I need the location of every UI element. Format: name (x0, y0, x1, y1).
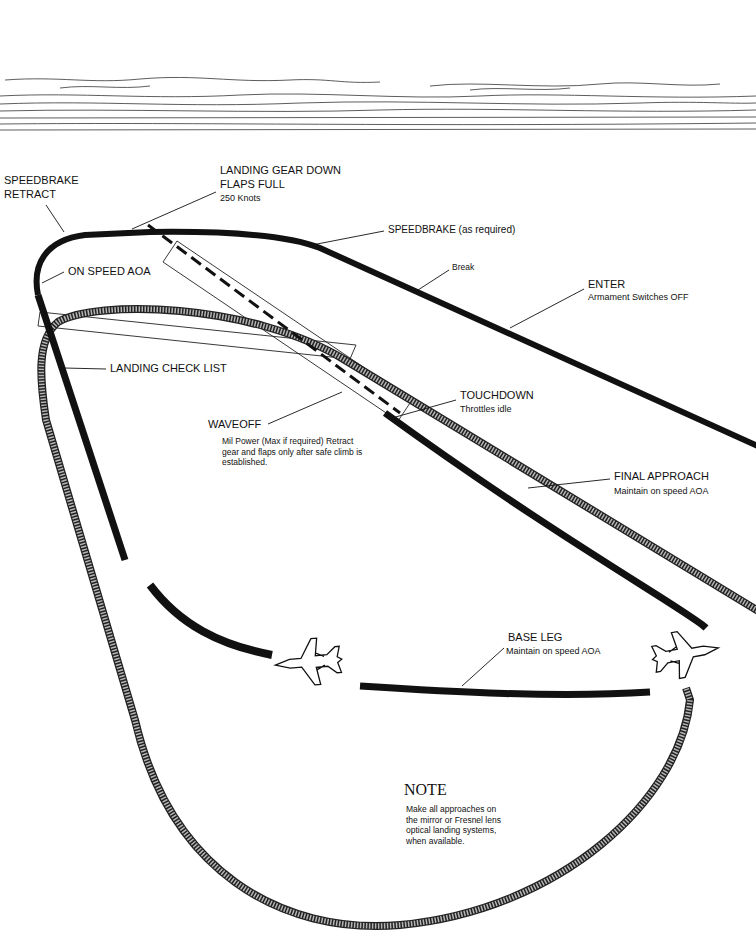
callout-label: LANDING CHECK LIST (110, 362, 227, 376)
callout-label: WAVEOFF (208, 418, 261, 432)
leader-lines (42, 192, 610, 686)
callout-label: Armament Switches OFF (588, 292, 689, 303)
cloud-line (0, 129, 756, 130)
callout-label: Break (452, 262, 474, 273)
cloud-line (0, 117, 756, 118)
callout-label: Mil Power (Max if required) Retract gear… (222, 436, 368, 468)
callout-label: BASE LEG (508, 631, 562, 645)
downwind-track (38, 295, 125, 560)
cloud-line (0, 123, 756, 125)
leader-line (64, 368, 106, 369)
leader-line (312, 231, 384, 245)
cloud-line (430, 83, 720, 86)
cloud-line (5, 77, 380, 82)
aircraft-silhouette (649, 625, 723, 682)
aircraft (273, 625, 722, 688)
centerline-dash (148, 225, 400, 413)
cloud-line (0, 109, 756, 111)
callout-label: LANDING GEAR DOWN FLAPS FULL (220, 164, 356, 192)
leader-line (528, 479, 610, 488)
leader-line (42, 272, 64, 283)
callout-label: 250 Knots (220, 193, 261, 204)
leader-line (268, 392, 342, 424)
turn-track (150, 585, 272, 655)
callout-label: FINAL APPROACH (614, 470, 709, 484)
base-track (360, 686, 650, 694)
callout-label: SPEEDBRAKE RETRACT (4, 174, 88, 202)
cloud-line (60, 86, 150, 88)
callout-label: ON SPEED AOA (68, 265, 151, 279)
leader-line (510, 289, 584, 328)
entry-track (37, 232, 756, 447)
runways (38, 241, 412, 421)
leader-line (46, 205, 64, 232)
callout-label: TOUCHDOWN (460, 389, 534, 403)
clouds (0, 77, 756, 130)
cloud-line (470, 88, 570, 90)
callout-label: Maintain on speed AOA (506, 646, 601, 657)
note-heading: NOTE (404, 780, 447, 800)
callout-label: ENTER (588, 278, 625, 292)
callout-label: Maintain on speed AOA (614, 486, 709, 497)
aircraft-silhouette (273, 636, 343, 688)
final-track (385, 413, 706, 628)
waveoff-track (41, 309, 756, 926)
callout-label: SPEEDBRAKE (as required) (388, 224, 515, 237)
waveoff-track-fill (41, 309, 756, 926)
cloud-line (0, 102, 756, 105)
callout-label: Make all approaches on the mirror or Fre… (406, 804, 510, 847)
leader-line (462, 648, 504, 686)
leader-line (418, 270, 449, 290)
landing-track (37, 225, 756, 694)
leader-line (132, 192, 216, 229)
leader-line (392, 400, 456, 418)
callout-label: Throttles idle (460, 404, 512, 415)
waveoff-track-outline (41, 309, 756, 926)
cross-runway (38, 312, 356, 359)
cloud-line (0, 94, 756, 97)
